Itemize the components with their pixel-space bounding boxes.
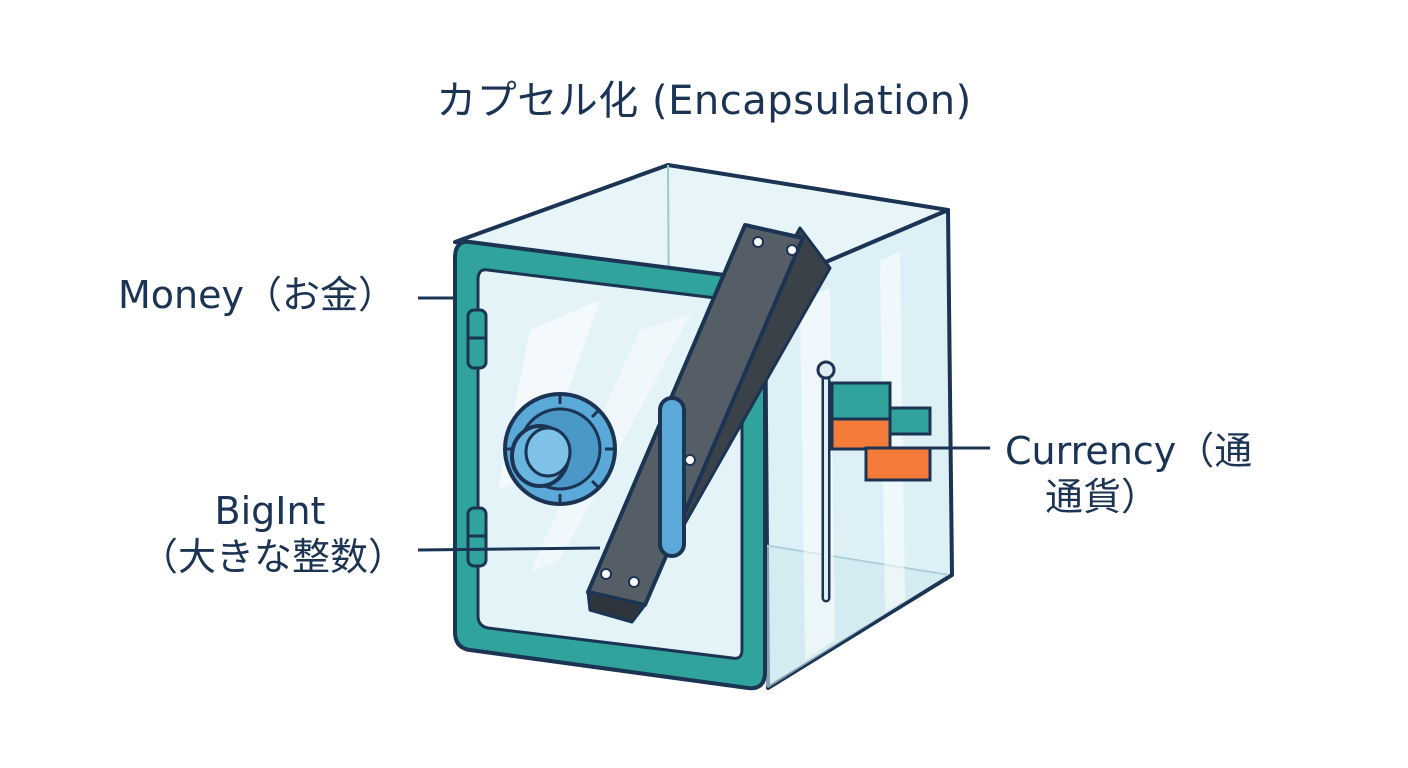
currency-label-line1: Currency（通 [1005, 429, 1253, 473]
door-handle [658, 396, 696, 558]
combination-dial-icon [503, 392, 617, 506]
currency-label: Currency（通 通貨） [1005, 428, 1252, 520]
flag-icon [816, 360, 932, 603]
diagram-title: カプセル化 (Encapsulation) [436, 78, 972, 124]
leader-lines [417, 296, 990, 552]
bigint-label: BigInt （大きな整数） [140, 488, 407, 580]
bigint-label-line2: （大きな整数） [140, 535, 407, 579]
bigint-leader-line [417, 546, 601, 552]
bigint-label-line1: BigInt [214, 489, 326, 533]
metal-bar-icon [586, 223, 832, 624]
door-hinges [466, 308, 488, 568]
money-label: Money（お金） [118, 273, 396, 317]
currency-label-line2: 通貨） [1045, 475, 1160, 519]
